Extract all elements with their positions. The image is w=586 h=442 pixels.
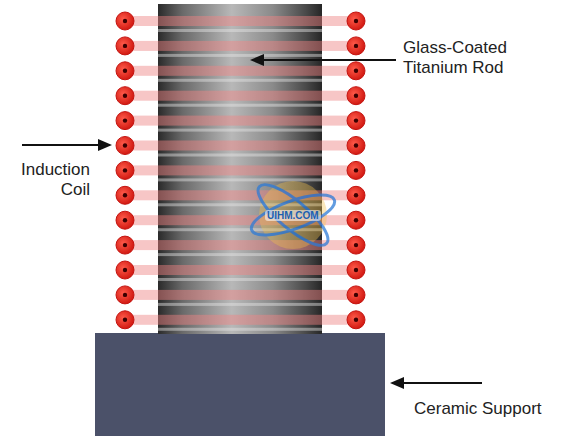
coil-conductor — [116, 37, 134, 55]
current-dot — [123, 118, 127, 122]
heat-band — [158, 141, 322, 151]
leader-arrows — [22, 54, 482, 389]
glass-highlight — [158, 154, 322, 157]
coil-conductor — [347, 186, 365, 204]
glass-highlight — [158, 253, 322, 256]
current-dot — [123, 19, 127, 23]
coil-conductor — [347, 311, 365, 329]
glass-highlight — [158, 328, 322, 331]
heat-band — [158, 315, 322, 325]
current-dot — [354, 143, 358, 147]
part-label: Glass-Coated Titanium Rod — [403, 38, 553, 78]
part-label: Ceramic Support — [414, 399, 574, 419]
coil-conductor — [347, 87, 365, 105]
current-dot — [123, 293, 127, 297]
coil-conductor — [347, 161, 365, 179]
coil-conductor — [116, 62, 134, 80]
glass-highlight — [158, 303, 322, 306]
current-dot — [354, 19, 358, 23]
current-dot — [354, 118, 358, 122]
glass-highlight — [158, 54, 322, 57]
current-dot — [354, 69, 358, 73]
coil-conductor — [347, 112, 365, 130]
coil-conductor — [116, 211, 134, 229]
current-dot — [354, 168, 358, 172]
coil-conductor — [347, 12, 365, 30]
current-dot — [123, 168, 127, 172]
coil-conductor — [116, 87, 134, 105]
current-dot — [354, 218, 358, 222]
current-dot — [123, 318, 127, 322]
heat-band — [158, 91, 322, 101]
heat-band — [158, 165, 322, 175]
watermark-logo — [247, 176, 339, 254]
coil-conductor — [116, 12, 134, 30]
current-dot — [354, 318, 358, 322]
heat-band — [158, 290, 322, 300]
heat-band — [158, 66, 322, 76]
coil-conductor — [347, 37, 365, 55]
part-label: Induction Coil — [2, 160, 90, 200]
current-dot — [123, 69, 127, 73]
coil-conductor — [116, 311, 134, 329]
glass-highlight — [158, 278, 322, 281]
coil-conductor — [347, 62, 365, 80]
glass-highlight — [158, 129, 322, 132]
rod-glass-bands — [158, 16, 322, 331]
current-dot — [354, 243, 358, 247]
current-dot — [354, 293, 358, 297]
ceramic-support — [95, 333, 385, 436]
glass-highlight — [158, 29, 322, 32]
coil-conductor — [116, 186, 134, 204]
coil-conductor — [347, 286, 365, 304]
glass-highlight — [158, 178, 322, 181]
glass-highlight — [158, 104, 322, 107]
heat-band — [158, 116, 322, 126]
watermark: UIHM.COM — [265, 210, 321, 221]
coil-conductor — [347, 236, 365, 254]
coil-conductor — [116, 236, 134, 254]
coil-conductor — [116, 137, 134, 155]
coil-conductor — [116, 286, 134, 304]
current-dot — [123, 143, 127, 147]
current-dot — [354, 268, 358, 272]
current-dot — [354, 44, 358, 48]
coil-conductor — [116, 112, 134, 130]
heat-band — [158, 265, 322, 275]
current-dot — [123, 94, 127, 98]
current-dot — [123, 218, 127, 222]
coil-conductor — [116, 161, 134, 179]
heat-band — [158, 41, 322, 51]
coil-conductor — [347, 137, 365, 155]
coil-conductor — [116, 261, 134, 279]
current-dot — [123, 44, 127, 48]
heat-band — [158, 16, 322, 26]
current-dot — [123, 268, 127, 272]
current-dot — [123, 193, 127, 197]
glass-highlight — [158, 79, 322, 82]
coil-conductor — [347, 261, 365, 279]
coil-conductor — [347, 211, 365, 229]
current-dot — [354, 94, 358, 98]
titanium-rod — [158, 4, 322, 334]
current-dot — [354, 193, 358, 197]
current-dot — [123, 243, 127, 247]
